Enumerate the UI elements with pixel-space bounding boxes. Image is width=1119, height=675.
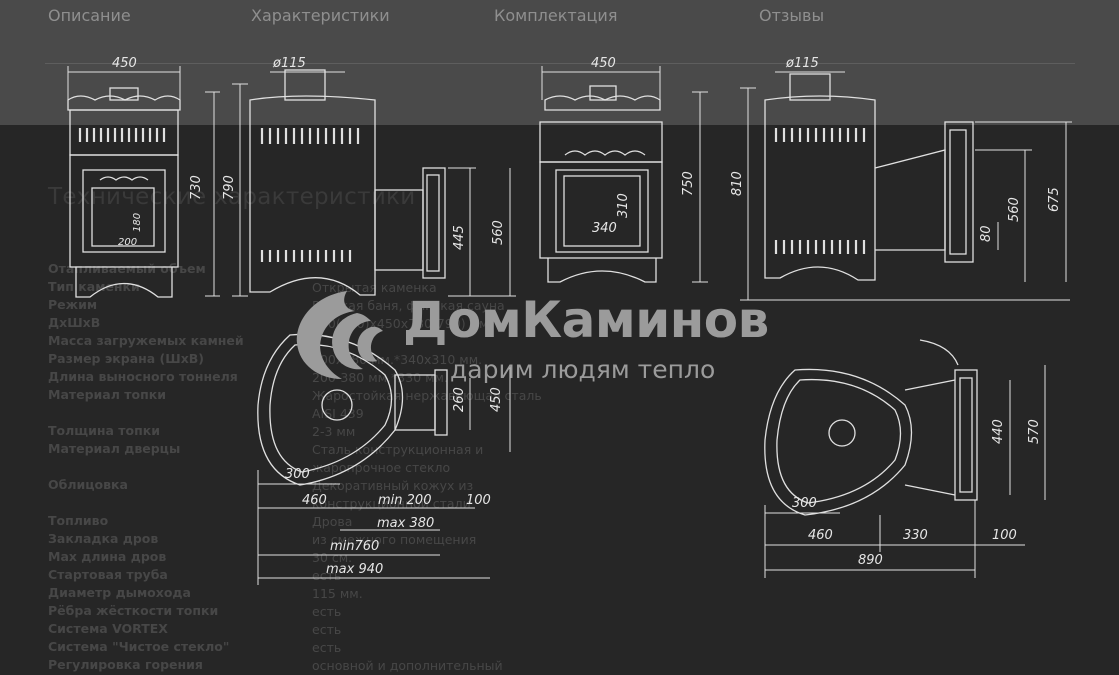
spec-row: Система VORTEX есть xyxy=(48,621,568,639)
spec-label: Топливо xyxy=(48,513,109,528)
dim-label: 750 xyxy=(681,171,696,196)
spec-row: Масса загружемых камней xyxy=(48,333,568,351)
dim-label: 310 xyxy=(616,193,631,218)
dim-label: 460 xyxy=(808,528,833,543)
spec-label: Тип каменки xyxy=(48,279,140,294)
dim-label: 340 xyxy=(592,221,617,236)
spec-row: Облицовка Декоративный кожух из конструкц… xyxy=(48,477,568,513)
header-divider xyxy=(45,63,1075,64)
spec-value: 115 мм. xyxy=(312,586,363,601)
spec-row: Диаметр дымохода 115 мм. xyxy=(48,585,568,603)
dim-label: 300 xyxy=(792,496,817,511)
spec-label: ДхШхВ xyxy=(48,315,101,330)
spec-row: Материал дверцы Сталь конструкционная и ж… xyxy=(48,441,568,477)
product-tabs: Описание Характеристики Комплектация Отз… xyxy=(0,0,1119,40)
spec-label: Масса загружемых камней xyxy=(48,333,244,348)
spec-value: 30 см. xyxy=(312,550,353,565)
spec-label: Облицовка xyxy=(48,477,128,492)
spec-row: Стартовая труба есть xyxy=(48,567,568,585)
dim-label: 80 xyxy=(979,225,994,242)
logo-name: ДомКаминов xyxy=(403,291,769,349)
spec-value: основной и дополнительный xyxy=(312,658,503,673)
dim-label: 180 xyxy=(132,213,143,232)
dim-label: 440 xyxy=(991,419,1006,444)
spec-label: Отапливаемый объем xyxy=(48,261,206,276)
spec-label: Стартовая труба xyxy=(48,567,168,582)
spec-label: Длина выносного тоннеля xyxy=(48,369,238,384)
spec-value: есть xyxy=(312,640,342,655)
dim-label: 675 xyxy=(1047,187,1062,212)
spec-row: Отапливаемый объем xyxy=(48,261,568,279)
spec-row: Система "Чистое стекло" есть xyxy=(48,639,568,657)
spec-label: Система VORTEX xyxy=(48,621,168,636)
spec-row: Топливо Дрова xyxy=(48,513,568,531)
spec-value: Дрова xyxy=(312,514,353,529)
spec-label: Размер экрана (ШхВ) xyxy=(48,351,205,366)
tab-reviews[interactable]: Отзывы xyxy=(759,6,825,25)
spec-value: есть xyxy=(312,622,342,637)
spec-row: Регулировка горения основной и дополнител… xyxy=(48,657,568,675)
tab-characteristics[interactable]: Характеристики xyxy=(251,6,390,25)
spec-label: Max длина дров xyxy=(48,549,167,564)
dim-label: 810 xyxy=(730,171,745,196)
spec-row: Толщина топки 2-3 мм xyxy=(48,423,568,441)
dim-label: 560 xyxy=(491,220,506,245)
dim-label: 570 xyxy=(1027,419,1042,444)
spec-value: Декоративный кожух из конструкционной ст… xyxy=(312,478,474,511)
flame-logo-icon xyxy=(296,291,383,379)
spec-value: 2-3 мм xyxy=(312,424,356,439)
spec-value: есть xyxy=(312,568,342,583)
spec-row: Закладка дров из смежного помещения xyxy=(48,531,568,549)
spec-value: Сталь конструкционная и жаропрочное стек… xyxy=(312,442,484,475)
spec-value: есть xyxy=(312,604,342,619)
spec-label: Рёбра жёсткости топки xyxy=(48,603,219,618)
spec-label: Закладка дров xyxy=(48,531,159,546)
watermark-logo: ДомКаминов дарим людям тепло xyxy=(285,283,845,393)
dim-label: 445 xyxy=(452,225,467,250)
tab-equipment[interactable]: Комплектация xyxy=(494,6,618,25)
spec-value: из смежного помещения xyxy=(312,532,477,547)
plan-dimension-lines-right xyxy=(764,365,1046,578)
tab-description[interactable]: Описание xyxy=(48,6,131,25)
dim-label: 200 xyxy=(118,237,137,248)
dim-label: 100 xyxy=(992,528,1017,543)
dim-label: 560 xyxy=(1007,197,1022,222)
spec-label: Регулировка горения xyxy=(48,657,203,672)
spec-label: Режим xyxy=(48,297,98,312)
logo-tagline: дарим людям тепло xyxy=(450,355,716,384)
spec-label: Материал дверцы xyxy=(48,441,181,456)
spec-row: Max длина дров 30 см. xyxy=(48,549,568,567)
spec-label: Толщина топки xyxy=(48,423,160,438)
spec-label: Система "Чистое стекло" xyxy=(48,639,230,654)
spec-row: Рёбра жёсткости топки есть xyxy=(48,603,568,621)
dim-label: 890 xyxy=(858,553,883,568)
section-title: Технические характеристики xyxy=(48,184,416,210)
dim-label: 330 xyxy=(903,528,928,543)
spec-label: Материал топки xyxy=(48,387,166,402)
spec-label: Диаметр дымохода xyxy=(48,585,191,600)
